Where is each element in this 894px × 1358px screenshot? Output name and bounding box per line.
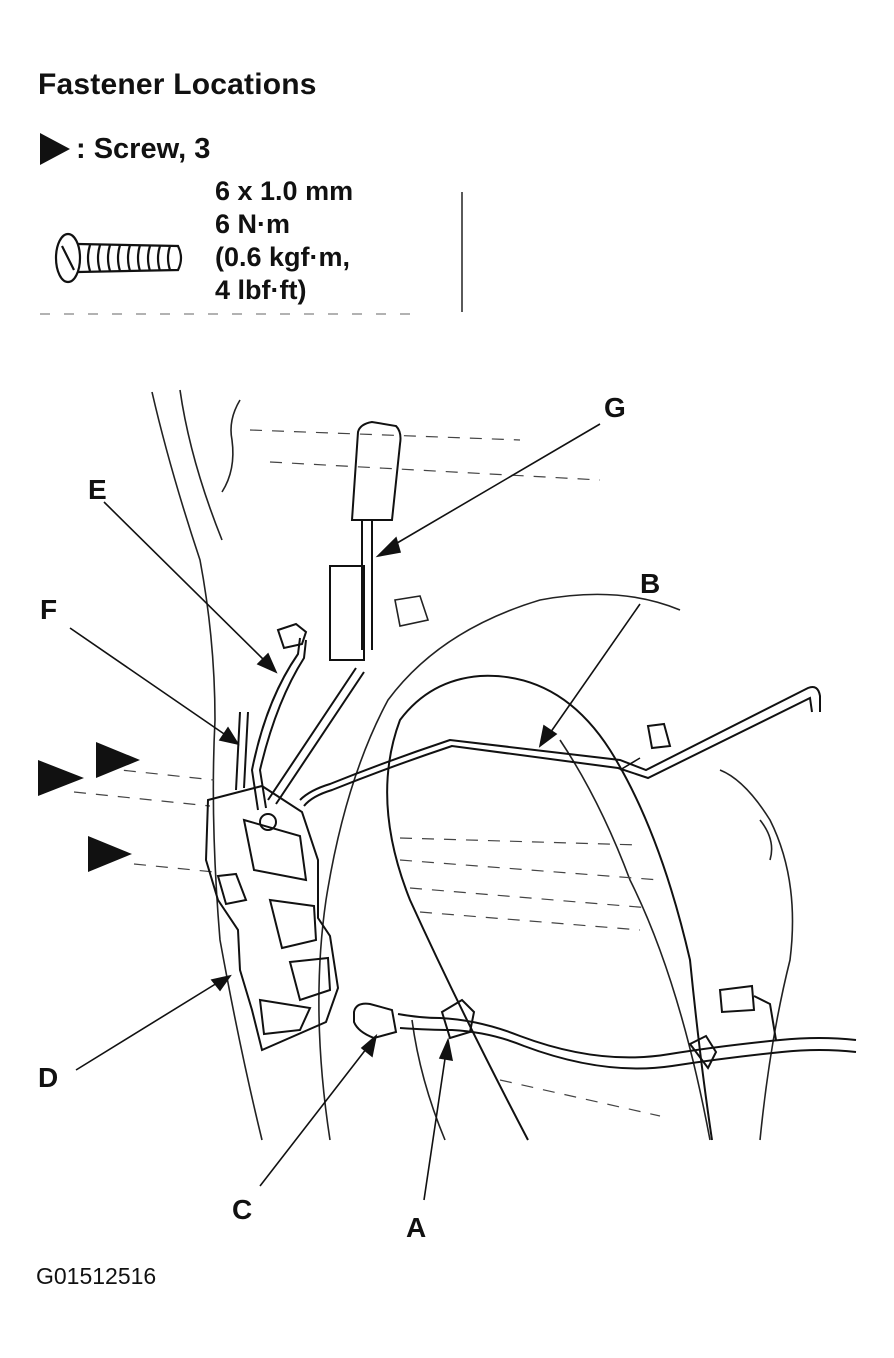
page-title: Fastener Locations: [38, 68, 317, 101]
screw-torque-lbf: 4 lbf·ft): [215, 275, 307, 305]
screw-arrow-3: [88, 836, 132, 872]
callout-a: A: [406, 1212, 427, 1243]
screw-torque-nm: 6 N·m: [215, 209, 291, 239]
screw-location-arrows: [38, 742, 140, 872]
screw-legend-label: : Screw, 3: [76, 132, 211, 165]
latch-assembly-d: [204, 784, 340, 1052]
figure-id: G01512516: [36, 1263, 157, 1289]
leader-lines: [69, 423, 641, 1201]
callout-f: F: [40, 594, 58, 625]
callout-d: D: [38, 1062, 59, 1093]
rods: [235, 622, 365, 811]
screw-legend: : Screw, 3: [38, 131, 210, 167]
triangle-arrow-icon: [40, 133, 70, 165]
callout-b: B: [640, 568, 661, 599]
screw-arrow-1: [38, 760, 84, 796]
screw-torque-kgf: (0.6 kgf·m,: [215, 242, 351, 272]
cable-b: [299, 686, 821, 807]
screw-arrow-2: [96, 742, 140, 778]
callout-g: G: [604, 392, 626, 423]
door-panel-dashes: [73, 429, 661, 1117]
cable-loop: [386, 674, 713, 1141]
callout-c: C: [232, 1194, 253, 1225]
wiring-harness-a: [353, 984, 857, 1070]
door-handle-g: [329, 420, 402, 661]
door-body: [151, 389, 794, 1141]
callout-e: E: [88, 474, 107, 505]
screw-size: 6 x 1.0 mm: [215, 176, 354, 206]
screw-illustration: [54, 232, 183, 284]
